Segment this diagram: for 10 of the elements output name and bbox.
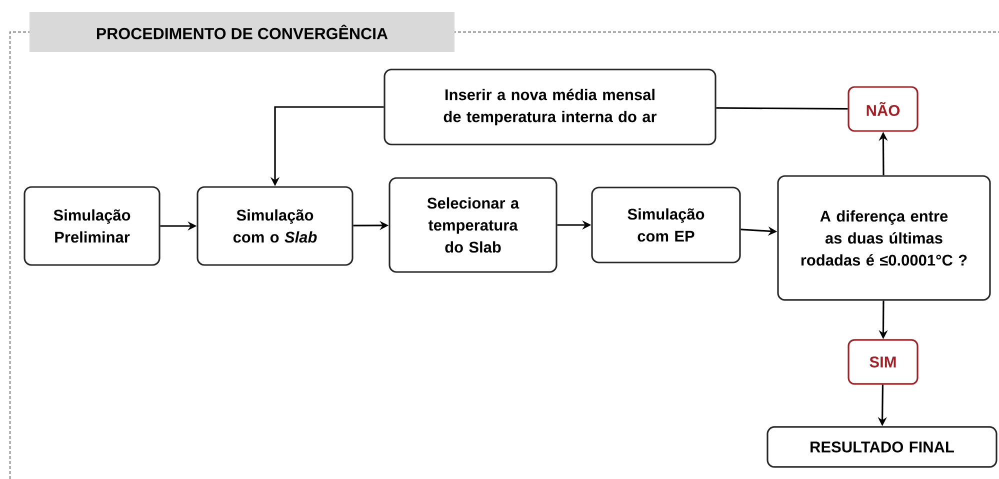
- decision-box: A diferença entre as duas últimas rodadas é ≤0.0001°C ?: [777, 175, 991, 301]
- process-box: Selecionar a temperatura do Slab: [388, 177, 558, 273]
- answer-box: SIM: [848, 339, 918, 385]
- answer-box: NÃO: [848, 86, 918, 132]
- process-box: Simulação com o Slab: [196, 186, 354, 266]
- result-box: RESULTADO FINAL: [766, 426, 998, 468]
- process-box: Simulação com EP: [591, 186, 741, 264]
- process-box: Inserir a nova média mensal de temperatura interna do ar: [384, 68, 716, 146]
- process-box: Simulação Preliminar: [24, 186, 160, 266]
- title-banner: PROCEDIMENTO DE CONVERGÊNCIA: [30, 12, 454, 52]
